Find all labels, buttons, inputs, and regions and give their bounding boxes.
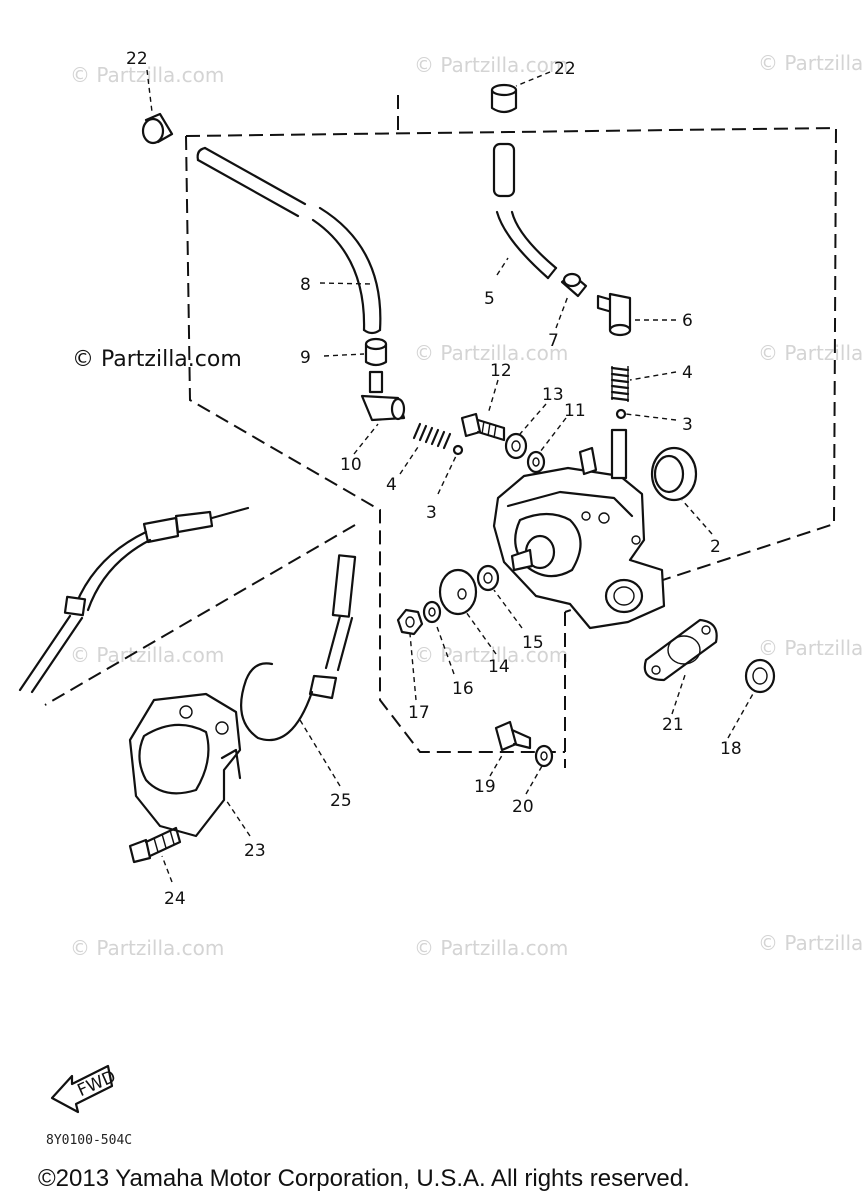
part-label-14: 14 <box>488 657 510 677</box>
part-label-8: 8 <box>300 275 311 295</box>
screw-part-24 <box>128 826 182 864</box>
watermark: © Partzilla.com <box>414 643 568 667</box>
spring-part-4-right <box>610 366 630 402</box>
watermark: © Partzilla.com <box>758 341 864 365</box>
gasket-part-21 <box>643 618 718 682</box>
part-label-3-left: 3 <box>426 503 437 523</box>
part-label-2: 2 <box>710 537 721 557</box>
cable-part-25 <box>240 554 357 742</box>
clamp-part-9 <box>364 337 388 367</box>
part-label-15: 15 <box>522 633 544 653</box>
part-label-12: 12 <box>490 361 512 381</box>
part-label-23: 23 <box>244 841 266 861</box>
part-label-24: 24 <box>164 889 186 909</box>
part-labels: 22 22 8 5 7 6 9 12 13 11 4 3 10 4 3 2 15… <box>126 49 742 909</box>
watermark: © Partzilla.com <box>758 51 864 75</box>
diagram-code: 8Y0100-504C <box>46 1133 132 1148</box>
watermark: © Partzilla.com <box>758 636 864 660</box>
part-label-5: 5 <box>484 289 495 309</box>
leader-lines <box>146 69 755 883</box>
ball-part-3-left <box>452 444 464 456</box>
part-label-9: 9 <box>300 348 311 368</box>
part-label-6: 6 <box>682 311 693 331</box>
part-label-18: 18 <box>720 739 742 759</box>
seal-part-18 <box>744 658 776 694</box>
part-label-20: 20 <box>512 797 534 817</box>
washer-part-15 <box>476 564 500 592</box>
part-label-21: 21 <box>662 715 684 735</box>
fwd-arrow-icon: FWD <box>50 1064 119 1114</box>
part-label-7: 7 <box>548 331 559 351</box>
gear-part-14 <box>438 568 478 616</box>
watermark: © Partzilla.com <box>414 53 568 77</box>
elbow-part-6 <box>596 292 632 337</box>
ball-part-3-right <box>615 408 627 420</box>
spring-part-4-left <box>412 422 452 450</box>
part-label-17: 17 <box>408 703 430 723</box>
screw-part-12 <box>460 412 506 442</box>
part-label-16: 16 <box>452 679 474 699</box>
elbow-part-10 <box>360 370 406 422</box>
part-label-10: 10 <box>340 455 362 475</box>
part-label-13: 13 <box>542 385 564 405</box>
part-label-3-right: 3 <box>682 415 693 435</box>
clamp-part-7 <box>560 272 588 298</box>
pump-cover-part-23 <box>128 692 242 838</box>
watermark: © Partzilla.com <box>758 931 864 955</box>
oil-pump-body <box>492 428 666 630</box>
part-label-4-right: 4 <box>682 363 693 383</box>
watermark-main: © Partzilla.com <box>72 347 242 372</box>
watermark: © Partzilla.com <box>414 936 568 960</box>
assembly-boundary <box>44 95 838 768</box>
washer-part-11 <box>526 450 546 474</box>
bolt-part-19 <box>494 720 532 752</box>
hose-part-8 <box>196 146 382 335</box>
copyright-text: ©2013 Yamaha Motor Corporation, U.S.A. A… <box>38 1165 690 1192</box>
cap-part-22-right <box>490 83 518 114</box>
watermark: © Partzilla.com <box>70 643 224 667</box>
part-label-22-right: 22 <box>554 59 576 79</box>
oil-seal-part-2 <box>650 446 698 502</box>
washer-part-20 <box>534 744 554 768</box>
throttle-cable <box>18 506 250 694</box>
part-label-25: 25 <box>330 791 352 811</box>
washer-part-16 <box>422 600 442 624</box>
part-label-19: 19 <box>474 777 496 797</box>
hose-part-5 <box>492 142 558 280</box>
watermark: © Partzilla.com <box>70 936 224 960</box>
watermark: © Partzilla.com <box>414 341 568 365</box>
nut-part-17 <box>396 608 424 636</box>
watermark-layer: © Partzilla.com © Partzilla.com © Partzi… <box>70 51 864 960</box>
washer-part-13 <box>504 432 528 460</box>
part-label-22-left: 22 <box>126 49 148 69</box>
part-label-11: 11 <box>564 401 586 421</box>
cap-part-22-left <box>141 112 174 145</box>
part-label-4-left: 4 <box>386 475 397 495</box>
